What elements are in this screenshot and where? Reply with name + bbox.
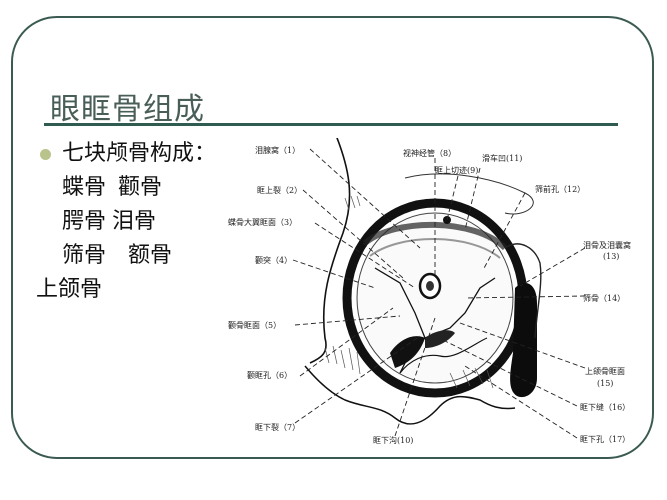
slide-content: 七块颅骨构成： 蝶骨颧骨 腭骨泪骨 筛骨额骨 上颌骨 xyxy=(36,137,216,307)
label-anterior-ethmoidal-foramen: 筛前孔（12） xyxy=(535,185,586,194)
bone-name: 额骨 xyxy=(128,243,173,268)
label-optic-canal: 视神经管（8） xyxy=(403,149,457,158)
orbit-diagram: 泪腺窝（1） 眶上裂（2） 蝶骨大翼眶面（3） 颧突（4） 颧骨眶面（5） 颧眶… xyxy=(225,138,645,453)
bone-name: 泪骨 xyxy=(112,209,157,234)
label-ethmoid-bone: 筛骨（14） xyxy=(583,294,626,303)
bone-name: 上颌骨 xyxy=(36,277,103,302)
label-zygomatic-orbital-surface: 颧骨眶面（5） xyxy=(228,321,282,330)
bone-name: 筛骨 xyxy=(62,243,107,268)
label-lacrimal-fossa: 泪腺窝（1） xyxy=(255,146,301,155)
bone-name: 颧骨 xyxy=(118,175,163,200)
bullet-dot-icon xyxy=(40,149,51,160)
label-superior-orbital-fissure: 眶上裂（2） xyxy=(257,186,303,195)
label-infraorbital-groove: 眶下沟(10) xyxy=(373,436,414,445)
label-13-number: (13) xyxy=(603,252,620,261)
label-maxilla-orbital-surface: 上颌骨眶面 xyxy=(585,367,625,376)
label-lacrimal-bone-sac-fossa: 泪骨及泪囊窝 xyxy=(583,241,631,250)
bone-name: 腭骨 xyxy=(62,209,107,234)
orbit-illustration xyxy=(292,138,586,439)
label-15-number: (15) xyxy=(597,379,614,388)
label-trochlear-fovea: 滑车凹(11) xyxy=(482,154,523,163)
label-inferior-orbital-fissure: 眶下裂（7） xyxy=(255,423,301,432)
label-zygomatic-process: 颧突（4） xyxy=(255,256,293,265)
title-underline xyxy=(44,123,618,126)
label-supraorbital-notch: 眶上切迹(9) xyxy=(435,166,479,175)
label-infraorbital-suture: 眶下缝（16） xyxy=(580,403,631,412)
bone-row: 筛骨额骨 xyxy=(36,239,216,273)
bullet-text: 七块颅骨构成： xyxy=(62,141,217,166)
bone-name: 蝶骨 xyxy=(62,175,107,200)
bullet-item: 七块颅骨构成： xyxy=(36,137,216,171)
slide-title: 眼眶骨组成 xyxy=(50,92,205,127)
label-zygomatico-orbital-foramen: 颧眶孔（6） xyxy=(247,371,293,380)
bone-row-last: 上颌骨 xyxy=(36,273,216,307)
bone-row: 腭骨泪骨 xyxy=(36,205,216,239)
label-infraorbital-foramen: 眶下孔（17） xyxy=(580,435,631,444)
label-greater-wing-sphenoid: 蝶骨大翼眶面（3） xyxy=(228,218,298,227)
bone-row: 蝶骨颧骨 xyxy=(36,171,216,205)
slide-frame xyxy=(11,16,654,459)
